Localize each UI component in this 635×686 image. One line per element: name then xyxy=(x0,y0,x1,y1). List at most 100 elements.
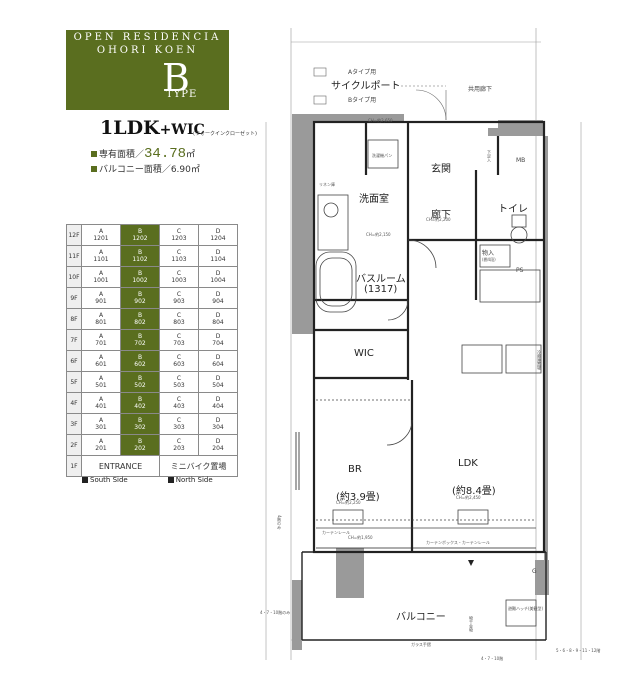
ch-label-5: CH=約1,950 xyxy=(348,535,373,540)
floor-number: 1F xyxy=(66,455,82,477)
unit-number: 1101 xyxy=(93,256,109,263)
plan-type-subtitle: (ウォークインクローゼット) xyxy=(193,131,257,137)
private-area-label: 専有面積／ xyxy=(99,150,145,160)
label-storage-sub: (棚4段) xyxy=(482,257,496,262)
unit-number: 804 xyxy=(212,319,224,326)
label-evac-hatch: 避難ハッチ(美観型) xyxy=(508,606,544,611)
unit-type: A xyxy=(98,396,104,403)
unit-number: 204 xyxy=(212,445,224,452)
unit-number: 403 xyxy=(173,403,185,410)
unit-number: 304 xyxy=(212,424,224,431)
unit-type: A xyxy=(98,312,104,319)
label-glass-rail: ガラス手摺 xyxy=(411,642,431,647)
unit-number: 904 xyxy=(212,298,224,305)
bike-parking-cell: ミニバイク置場 xyxy=(159,455,238,477)
label-laundry: 洗濯機パン xyxy=(372,153,393,158)
unit-number: 1201 xyxy=(93,235,109,242)
legend-south: South Side xyxy=(90,476,128,484)
unit-number: 1102 xyxy=(132,256,148,263)
balcony-area-unit: ㎡ xyxy=(190,165,200,175)
label-curtain-box: カーテンボックス・カーテンレール xyxy=(426,540,490,545)
unit-type: D xyxy=(215,249,221,256)
unit-number: 801 xyxy=(95,319,107,326)
unit-number: 404 xyxy=(212,403,224,410)
unit-type: A xyxy=(98,438,104,445)
label-washroom: 洗面室 xyxy=(359,194,389,205)
unit-type: C xyxy=(176,312,182,319)
private-area-value: 34.78 xyxy=(144,146,187,162)
brand-name-line2: OHORI KOEN xyxy=(96,45,199,56)
unit-number: 303 xyxy=(173,424,185,431)
unit-type: C xyxy=(176,333,182,340)
unit-type: A xyxy=(98,228,104,235)
floor-number: 3F xyxy=(66,413,82,435)
label-bathroom: バスルーム xyxy=(356,274,406,285)
unit-type: B xyxy=(137,249,143,256)
unit-type: B xyxy=(137,396,143,403)
unit-type: C xyxy=(176,291,182,298)
legend-swatch-south xyxy=(82,477,88,483)
label-wic: WIC xyxy=(354,348,374,359)
unit-type: A xyxy=(98,291,104,298)
unit-number: 602 xyxy=(134,361,146,368)
label-hallway: 廊下 xyxy=(431,210,451,221)
unit-type: D xyxy=(215,375,221,382)
label-drying: 物干金物 xyxy=(469,616,474,632)
label-balcony: バルコニー xyxy=(396,612,446,623)
unit-type: A xyxy=(98,354,104,361)
label-refrigerator: 冷蔵庫置場 xyxy=(537,350,542,370)
note-4f-only: 4階のみ xyxy=(277,515,282,530)
type-letter: B xyxy=(162,56,190,100)
balcony-area-value: 6.90 xyxy=(170,165,191,175)
plan-type-plus: +WIC xyxy=(159,122,205,138)
unit-type: A xyxy=(98,333,104,340)
unit-type: C xyxy=(176,354,182,361)
unit-type: B xyxy=(137,354,143,361)
unit-number: 603 xyxy=(173,361,185,368)
unit-number: 1103 xyxy=(171,256,187,263)
label-br-size: (約3.9畳) xyxy=(336,492,380,503)
unit-number: 604 xyxy=(212,361,224,368)
unit-type: B xyxy=(137,333,143,340)
label-curtain-rail: カーテンレール xyxy=(322,530,350,535)
bullet-square-icon xyxy=(91,166,97,172)
unit-type: C xyxy=(176,375,182,382)
label-bathroom-size: (1317) xyxy=(364,284,398,295)
entrance-cell: ENTRANCE xyxy=(81,455,160,477)
unit-number: 1202 xyxy=(132,235,148,242)
unit-number: 903 xyxy=(173,298,185,305)
unit-type: B xyxy=(137,291,143,298)
unit-type: C xyxy=(176,396,182,403)
unit-type: A xyxy=(98,270,104,277)
label-ldk: LDK xyxy=(458,458,478,469)
unit-number: 702 xyxy=(134,340,146,347)
